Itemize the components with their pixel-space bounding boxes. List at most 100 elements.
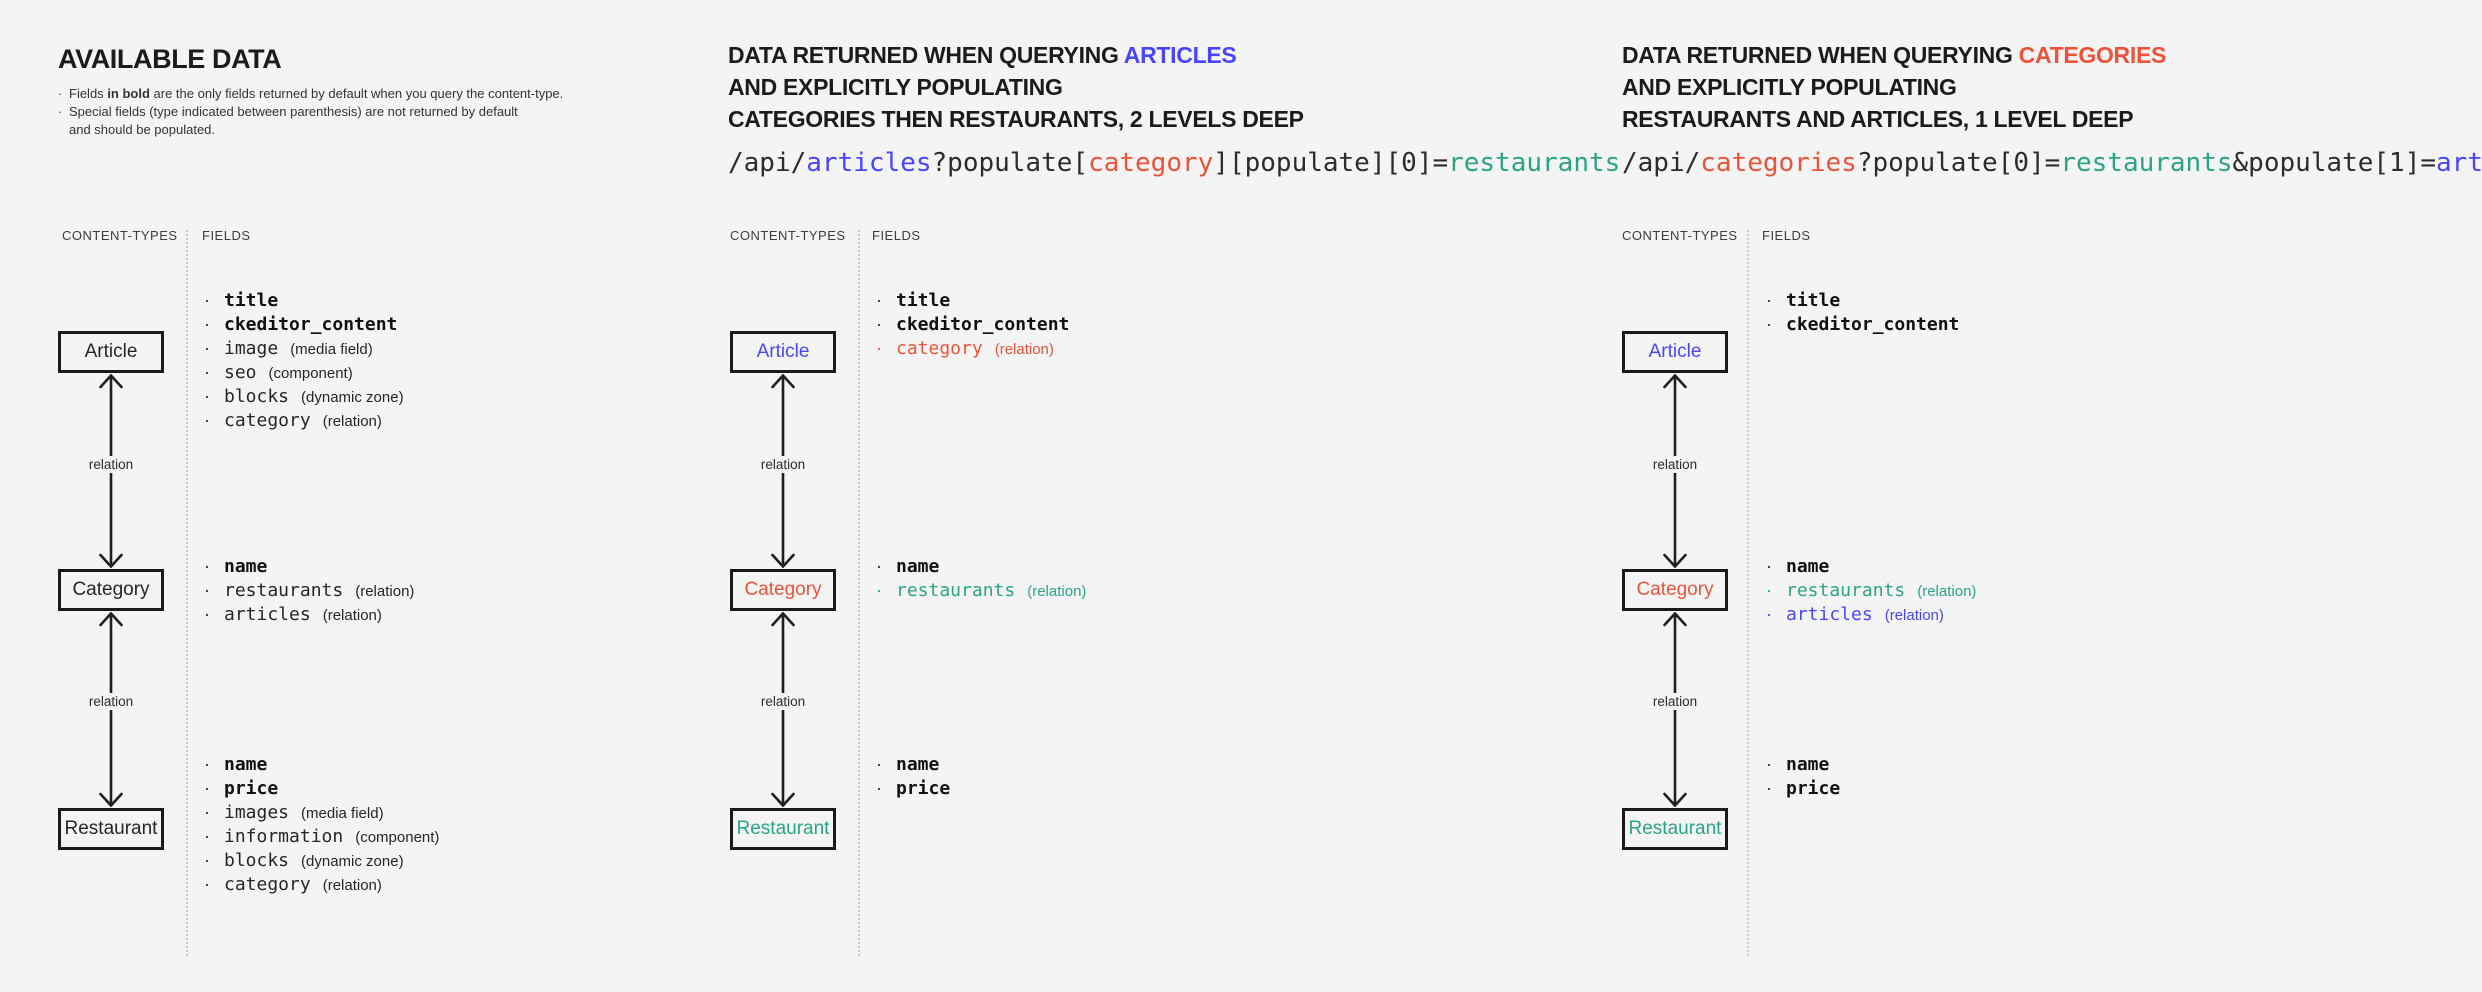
- bullet-icon: ·: [876, 580, 882, 600]
- field-name: title: [1786, 290, 1841, 311]
- text-segment: AND EXPLICITLY POPULATING: [728, 74, 1063, 100]
- text-segment: ARTICLES: [1123, 42, 1237, 68]
- field-type: (relation): [1917, 583, 1977, 600]
- content-type-box-label: Restaurant: [1628, 818, 1722, 839]
- field-item: ·title: [876, 290, 1069, 314]
- api-url-code: /api/articles?populate[category][populat…: [728, 147, 1620, 179]
- field-type: (relation): [1027, 583, 1087, 600]
- field-item: ·price: [1766, 778, 1840, 802]
- content-type-box-restaurant: Restaurant: [730, 808, 836, 850]
- text-segment: articles: [806, 148, 932, 178]
- content-type-box-article: Article: [730, 331, 836, 373]
- fields-header: FIELDS: [1762, 228, 1811, 243]
- relation-label: relation: [755, 456, 811, 473]
- bullet-icon: ·: [204, 874, 210, 894]
- field-name: name: [1786, 754, 1830, 775]
- field-item: ·name: [876, 754, 950, 778]
- field-name: category: [224, 874, 311, 895]
- field-item: ·ckeditor_content: [204, 314, 404, 338]
- text-segment: CATEGORIES THEN RESTAURANTS, 2 LEVELS DE…: [728, 106, 1304, 132]
- text-segment: /api/: [728, 148, 807, 178]
- bullet-icon: ·: [204, 556, 210, 576]
- heading-line: CATEGORIES THEN RESTAURANTS, 2 LEVELS DE…: [728, 103, 1304, 135]
- bullet-icon: ·: [58, 86, 63, 101]
- note-item: · Fields in bold are the only fields ret…: [58, 85, 563, 103]
- field-name: restaurants: [224, 580, 344, 601]
- note-text: Special fields (type indicated between p…: [69, 103, 518, 139]
- text-segment: restaurants: [2060, 148, 2233, 178]
- bullet-icon: ·: [1766, 290, 1772, 310]
- field-item: ·restaurants(relation): [204, 580, 414, 604]
- field-item: ·category(relation): [876, 338, 1069, 362]
- field-item: ·information(component): [204, 826, 439, 850]
- text-segment: ][populate][0]=: [1213, 148, 1449, 178]
- field-name: name: [1786, 556, 1830, 577]
- field-item: · category (relation): [204, 874, 439, 898]
- heading-line: RESTAURANTS AND ARTICLES, 1 LEVEL DEEP: [1622, 103, 2166, 135]
- text-segment: Fields: [69, 86, 108, 101]
- field-name: title: [224, 290, 279, 311]
- field-name: blocks: [224, 850, 290, 871]
- category-fields-list: ·name·restaurants(relation)·articles(rel…: [204, 556, 414, 628]
- field-type: (media field): [290, 341, 373, 358]
- field-type: (relation): [994, 341, 1054, 358]
- text-segment: restaurants: [1448, 148, 1621, 178]
- content-type-box-label: Category: [744, 579, 822, 600]
- bullet-icon: ·: [58, 104, 63, 119]
- content-types-header: CONTENT-TYPES: [730, 228, 846, 243]
- field-item: ·seo(component): [204, 362, 404, 386]
- bullet-icon: ·: [204, 386, 210, 406]
- field-name: name: [224, 556, 268, 577]
- restaurant-fields-list: ·name·price: [876, 754, 950, 802]
- restaurant-fields-list: · name ·price·images(media field) · informat…: [204, 754, 439, 898]
- field-item: · blocks (dynamic zone): [204, 850, 439, 874]
- content-types-header: CONTENT-TYPES: [1622, 228, 1738, 243]
- bullet-icon: ·: [876, 556, 882, 576]
- note-item: · Special fields (type indicated between…: [58, 103, 563, 139]
- field-name: information: [224, 826, 344, 847]
- text-segment: DATA RETURNED WHEN QUERYING: [1622, 42, 2019, 68]
- bullet-icon: ·: [204, 580, 210, 600]
- content-type-box-label: Category: [72, 579, 150, 600]
- field-item: ·images(media field): [204, 802, 439, 826]
- bullet-icon: ·: [204, 850, 210, 870]
- field-name: price: [1786, 778, 1841, 799]
- article-fields-list: ·title·ckeditor_content·image(media fiel…: [204, 290, 404, 434]
- field-name: name: [224, 754, 268, 775]
- field-item: · title: [1766, 290, 1959, 314]
- text-segment: RESTAURANTS AND ARTICLES, 1 LEVEL DEEP: [1622, 106, 2134, 132]
- column-divider: [858, 230, 860, 956]
- relation-label: relation: [755, 693, 811, 710]
- heading-line: DATA RETURNED WHEN QUERYING ARTICLES: [728, 39, 1304, 71]
- text-segment: categories: [1700, 148, 1857, 178]
- field-item: ·category(relation): [204, 410, 404, 434]
- field-type: (dynamic zone): [301, 853, 404, 870]
- relation-label: relation: [83, 456, 139, 473]
- field-name: title: [896, 290, 951, 311]
- text-segment: category: [1088, 148, 1214, 178]
- text-segment: and should be populated.: [69, 122, 216, 137]
- text-segment: &populate[1]=: [2232, 148, 2437, 178]
- field-name: price: [896, 778, 951, 799]
- field-type: (relation): [322, 877, 382, 894]
- field-name: restaurants: [1786, 580, 1906, 601]
- field-item: ·price: [876, 778, 950, 802]
- field-item: ·restaurants(relation): [876, 580, 1086, 604]
- bullet-icon: ·: [204, 778, 210, 798]
- text-segment: ?populate[0]=: [1856, 148, 2061, 178]
- field-item: ·name: [1766, 754, 1840, 778]
- field-type: (relation): [322, 413, 382, 430]
- field-name: category: [224, 410, 311, 431]
- text-segment: DATA RETURNED WHEN QUERYING: [728, 42, 1124, 68]
- bullet-icon: ·: [876, 314, 882, 334]
- field-type: (component): [355, 829, 440, 846]
- note-text: Fields in bold are the only fields retur…: [69, 85, 563, 103]
- relation-label: relation: [1647, 456, 1703, 473]
- bullet-icon: ·: [1766, 556, 1772, 576]
- field-item: · name: [1766, 556, 1976, 580]
- fields-header: FIELDS: [872, 228, 921, 243]
- article-fields-list: ·title·ckeditor_content·category(relatio…: [876, 290, 1069, 362]
- heading-line: AND EXPLICITLY POPULATING: [1622, 71, 2166, 103]
- field-item: ·price: [204, 778, 439, 802]
